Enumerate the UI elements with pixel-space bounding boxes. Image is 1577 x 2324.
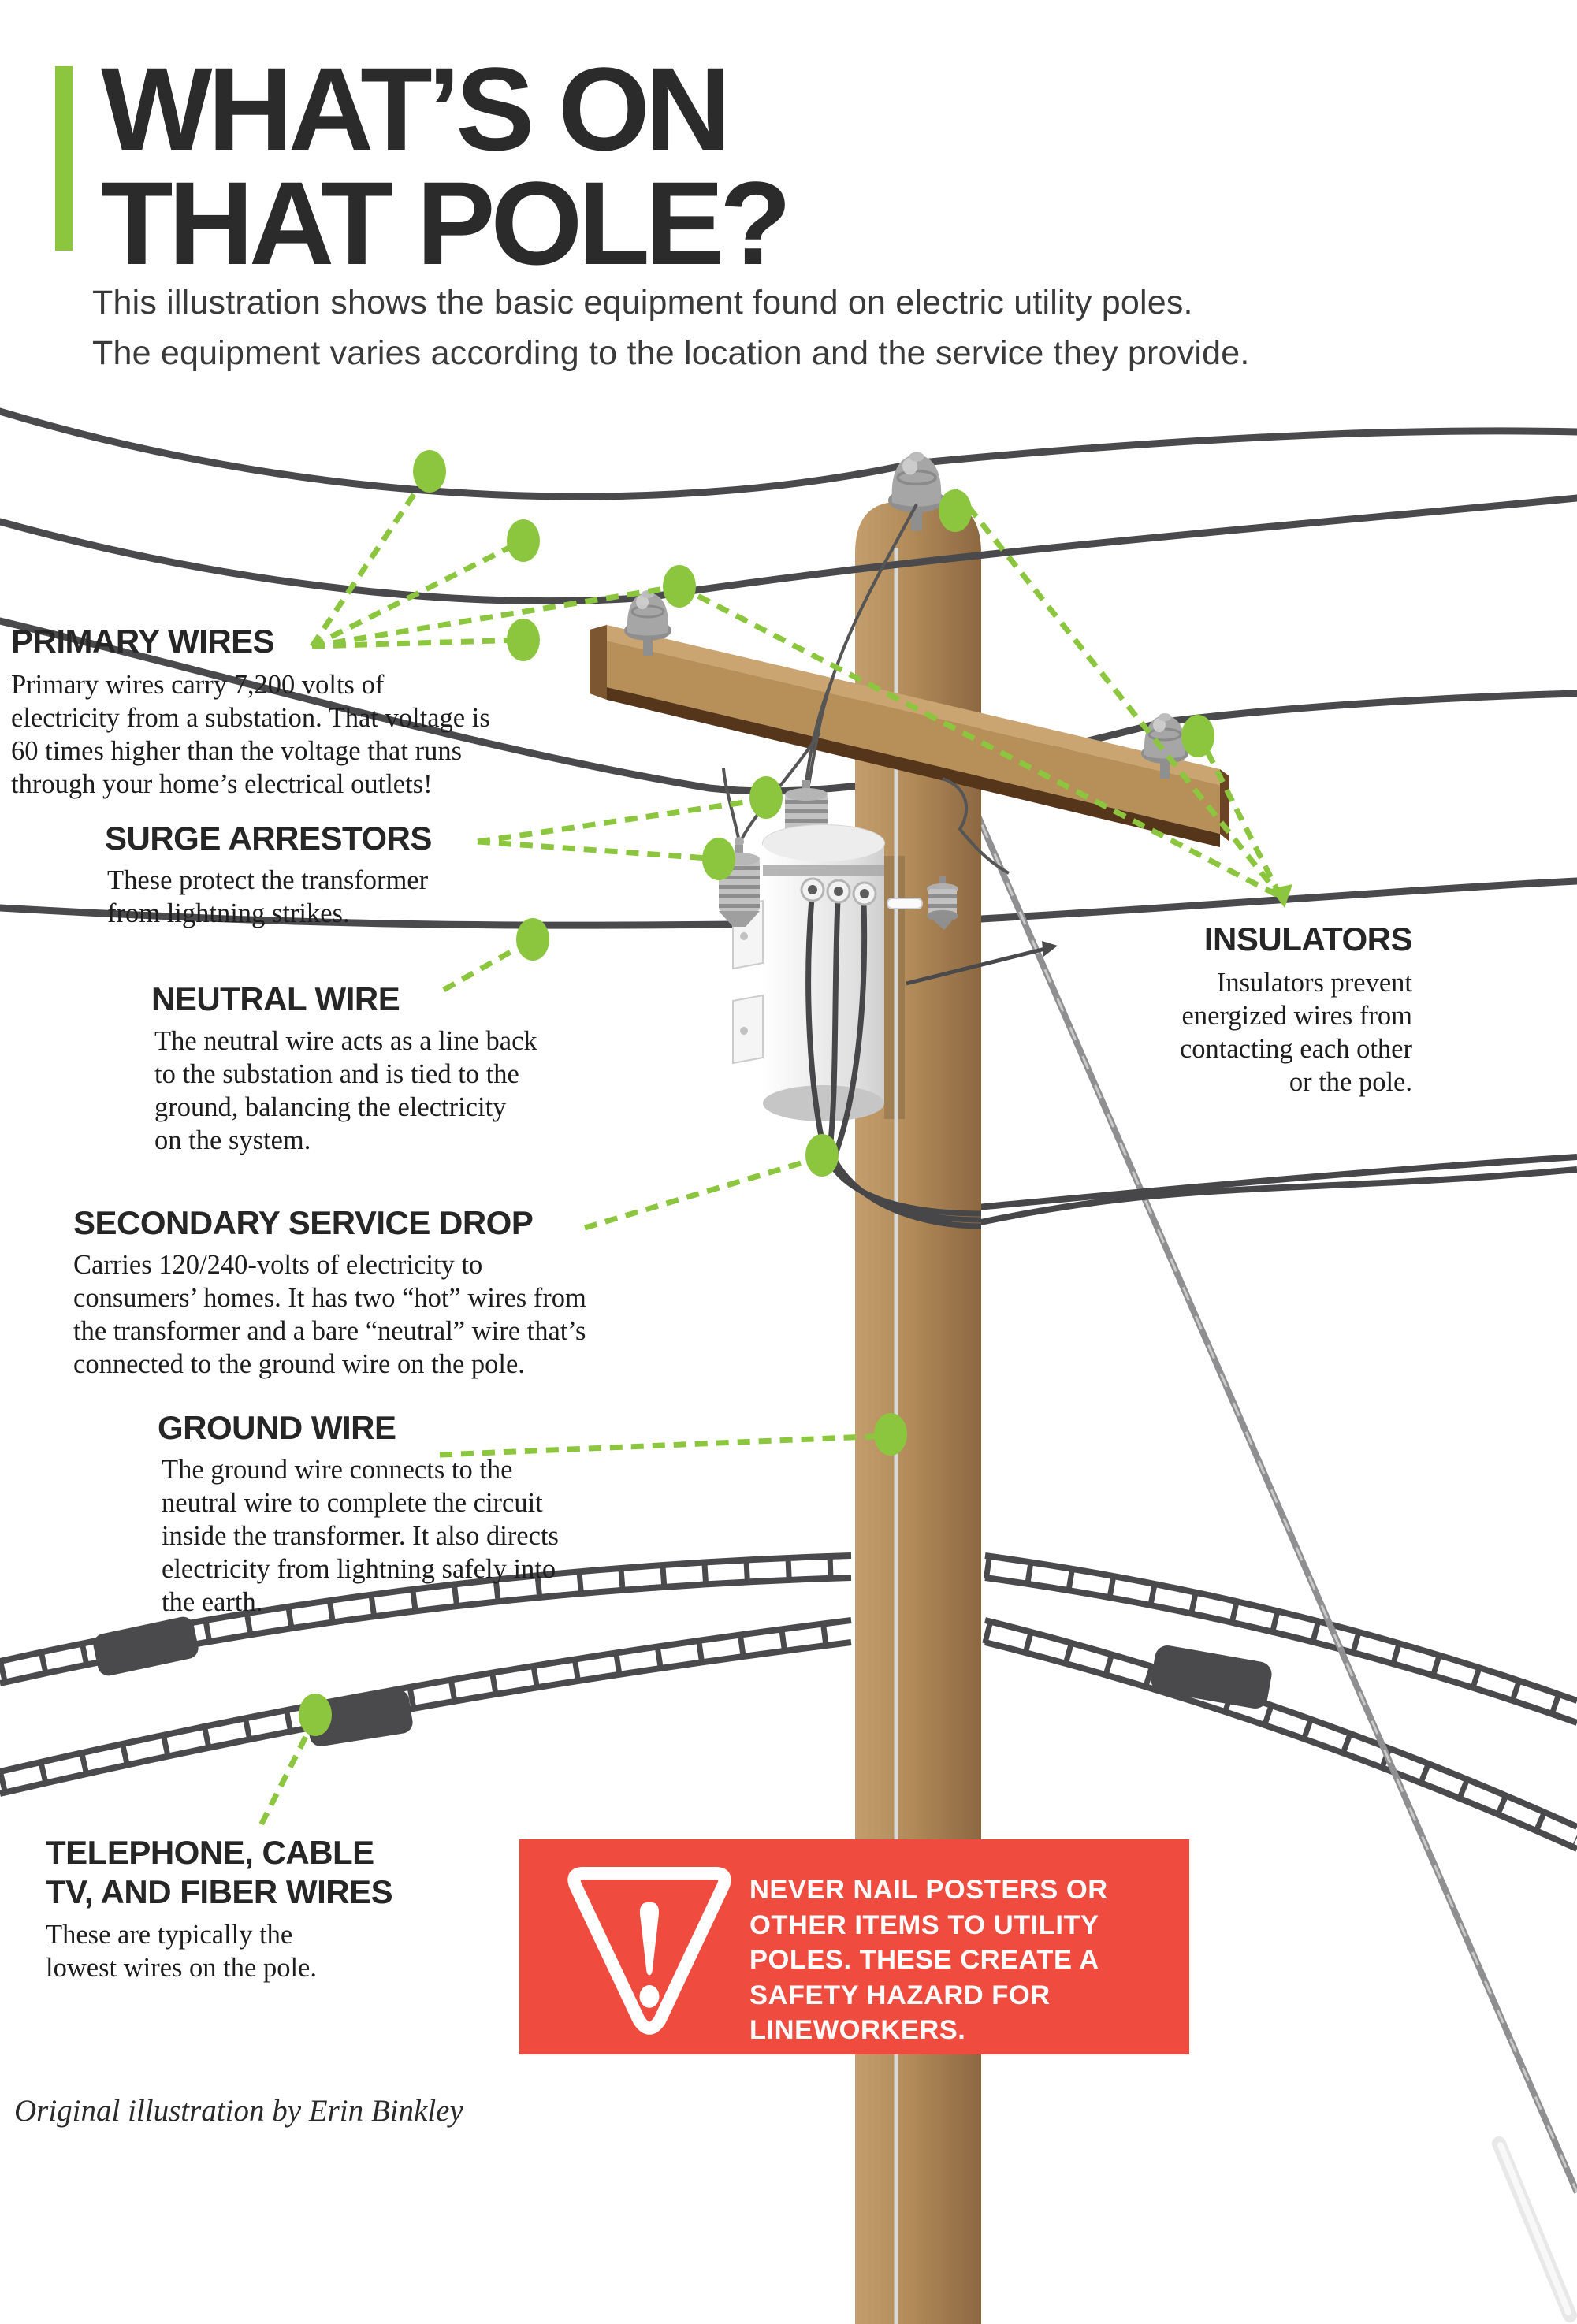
cable-splice-box [1151,1645,1272,1709]
neutral-standoff [887,898,923,909]
warning-triangle-icon [567,1867,731,2035]
bundle-left-lower [0,1617,853,1797]
callout-dot [507,619,540,661]
ground-wire-title: GROUND WIRE [158,1409,396,1446]
callout-dot [749,776,783,819]
cable-splice-box [93,1616,199,1676]
neutral-wire-title: NEUTRAL WIRE [151,980,400,1017]
telephone-title: TELEPHONE, CABLE TV, AND FIBER WIRES [46,1834,393,1910]
callout-dot [1181,715,1214,757]
credit-line: Original illustration by Erin Binkley [14,2094,463,2128]
primary-wires-title: PRIMARY WIRES [11,623,275,660]
warning-text: NEVER NAIL POSTERS OR OTHER ITEMS TO UTI… [749,1875,1108,2045]
neutral-pole-insulator [927,876,958,930]
pole-hook-wire [942,777,1010,875]
bundle-right-lower [982,1617,1577,1852]
surge-arrestors-title: SURGE ARRESTORS [105,820,432,857]
primary-wires-body: Primary wires carry 7,200 volts of elect… [11,670,490,799]
callout-dot [663,565,696,608]
drop-loop-arrow [1042,941,1058,957]
callout-dot [413,450,446,493]
bundle-right-upper [983,1552,1577,1726]
page-title: WHAT’S ON THAT POLE? [101,43,791,289]
bushings [800,877,877,906]
accent-bar [55,66,73,251]
primary-wire-second [0,494,1577,605]
callout-dot [805,1134,839,1177]
telephone-cable-bundles [0,1552,1577,1852]
callout-dot [516,918,549,961]
secondary-service-drop-title: SECONDARY SERVICE DROP [73,1204,534,1241]
neutral-wire-body: The neutral wire acts as a line back to … [154,1026,537,1155]
callout-dot [939,489,972,532]
callout-dots [299,450,1214,1736]
insulators-title: INSULATORS [1203,920,1413,957]
secondary-service-drop-body: Carries 120/240-volts of electricity to … [73,1250,586,1379]
callout-dot [702,838,735,880]
subtitle-line1: This illustration shows the basic equipm… [92,284,1193,322]
primary-wire-top [0,407,1577,500]
transformer [719,679,1058,1229]
secondary-service-drop-wires [976,1154,1577,1226]
page-subtitle: This illustration shows the basic equipm… [92,277,1250,378]
callout-dot [874,1413,907,1456]
page-title-line2: THAT POLE? [101,157,791,289]
callout-dot [507,519,540,562]
subtitle-line2: The equipment varies according to the lo… [92,334,1250,372]
insulators-leader-arrow [1270,884,1292,908]
surge-arrestors-body: These protect the transformer from light… [107,865,429,928]
insulators-body: Insulators prevent energized wires from … [1179,968,1412,1097]
drop-loop-wire [906,946,1049,986]
telephone-body: These are typically the lowest wires on … [46,1920,317,1983]
cable-splice-box [306,1690,413,1746]
guy-wire [966,794,1577,2322]
callout-dot [299,1694,332,1736]
warning-box: NEVER NAIL POSTERS OR OTHER ITEMS TO UTI… [519,1839,1189,2054]
page-title-line1: WHAT’S ON [101,43,731,175]
ground-wire-body: The ground wire connects to the neutral … [162,1455,559,1617]
callout-leader-lines [255,470,1284,1831]
